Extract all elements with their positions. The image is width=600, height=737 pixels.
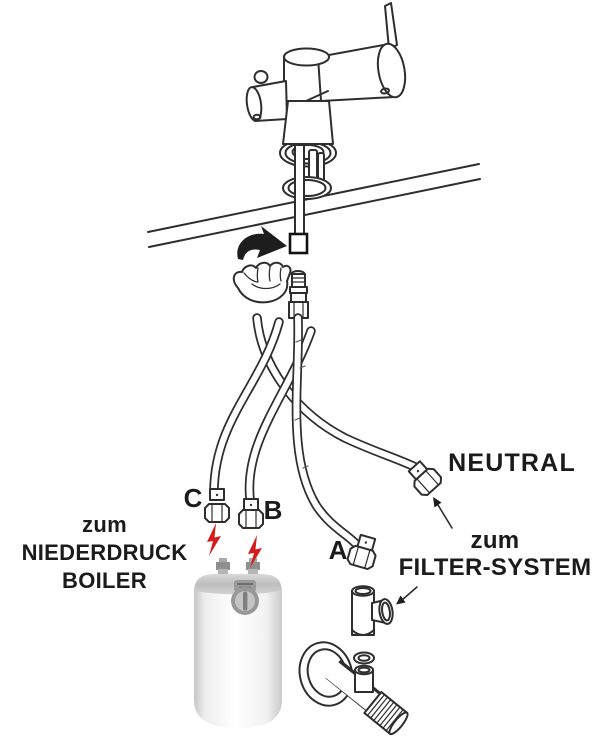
label-filter-block: zum FILTER-SYSTEM (395, 527, 595, 581)
boiler-inlet-left (216, 558, 230, 576)
mounting-hardware (279, 138, 337, 255)
valve-knurl-knob (363, 691, 409, 736)
label-zum-right: zum (470, 527, 520, 554)
hoses (209, 313, 420, 552)
hose-tag-b: B (263, 495, 283, 525)
rotate-arrow-icon (237, 226, 287, 260)
angle-valve (298, 641, 409, 736)
hose-fitting (288, 270, 309, 319)
hose-a-nut (346, 533, 377, 571)
hose-b-nut (238, 498, 264, 529)
lightning-bolt-icon-left (207, 523, 221, 556)
hose-neutral-nut (407, 460, 443, 496)
valve-washer (353, 651, 375, 665)
label-boiler-block: zum NIEDERDRUCK BOILER (12, 511, 197, 595)
label-filter-system: FILTER-SYSTEM (398, 554, 592, 581)
label-neutral: NEUTRAL (448, 449, 576, 477)
label-zum-left: zum (82, 512, 127, 537)
faucet-handle (384, 2, 398, 50)
hose-c (209, 317, 284, 495)
lightning-bolt-icon-right (248, 535, 262, 568)
boiler-dial (231, 580, 259, 615)
hose-tag-a: A (328, 535, 348, 565)
faucet (245, 2, 407, 145)
hose-c-nut (204, 488, 230, 523)
hose-a (291, 313, 364, 552)
label-boiler: BOILER (62, 568, 147, 593)
boiler (194, 558, 282, 728)
label-niederdruck: NIEDERDRUCK (21, 540, 188, 565)
tee-fitting (351, 585, 394, 636)
neutral-pointer-arrow-icon (433, 497, 453, 529)
filter-pointer-arrow-icon (396, 586, 418, 605)
hand-icon (232, 261, 292, 304)
hose-tag-c: C (183, 483, 203, 513)
